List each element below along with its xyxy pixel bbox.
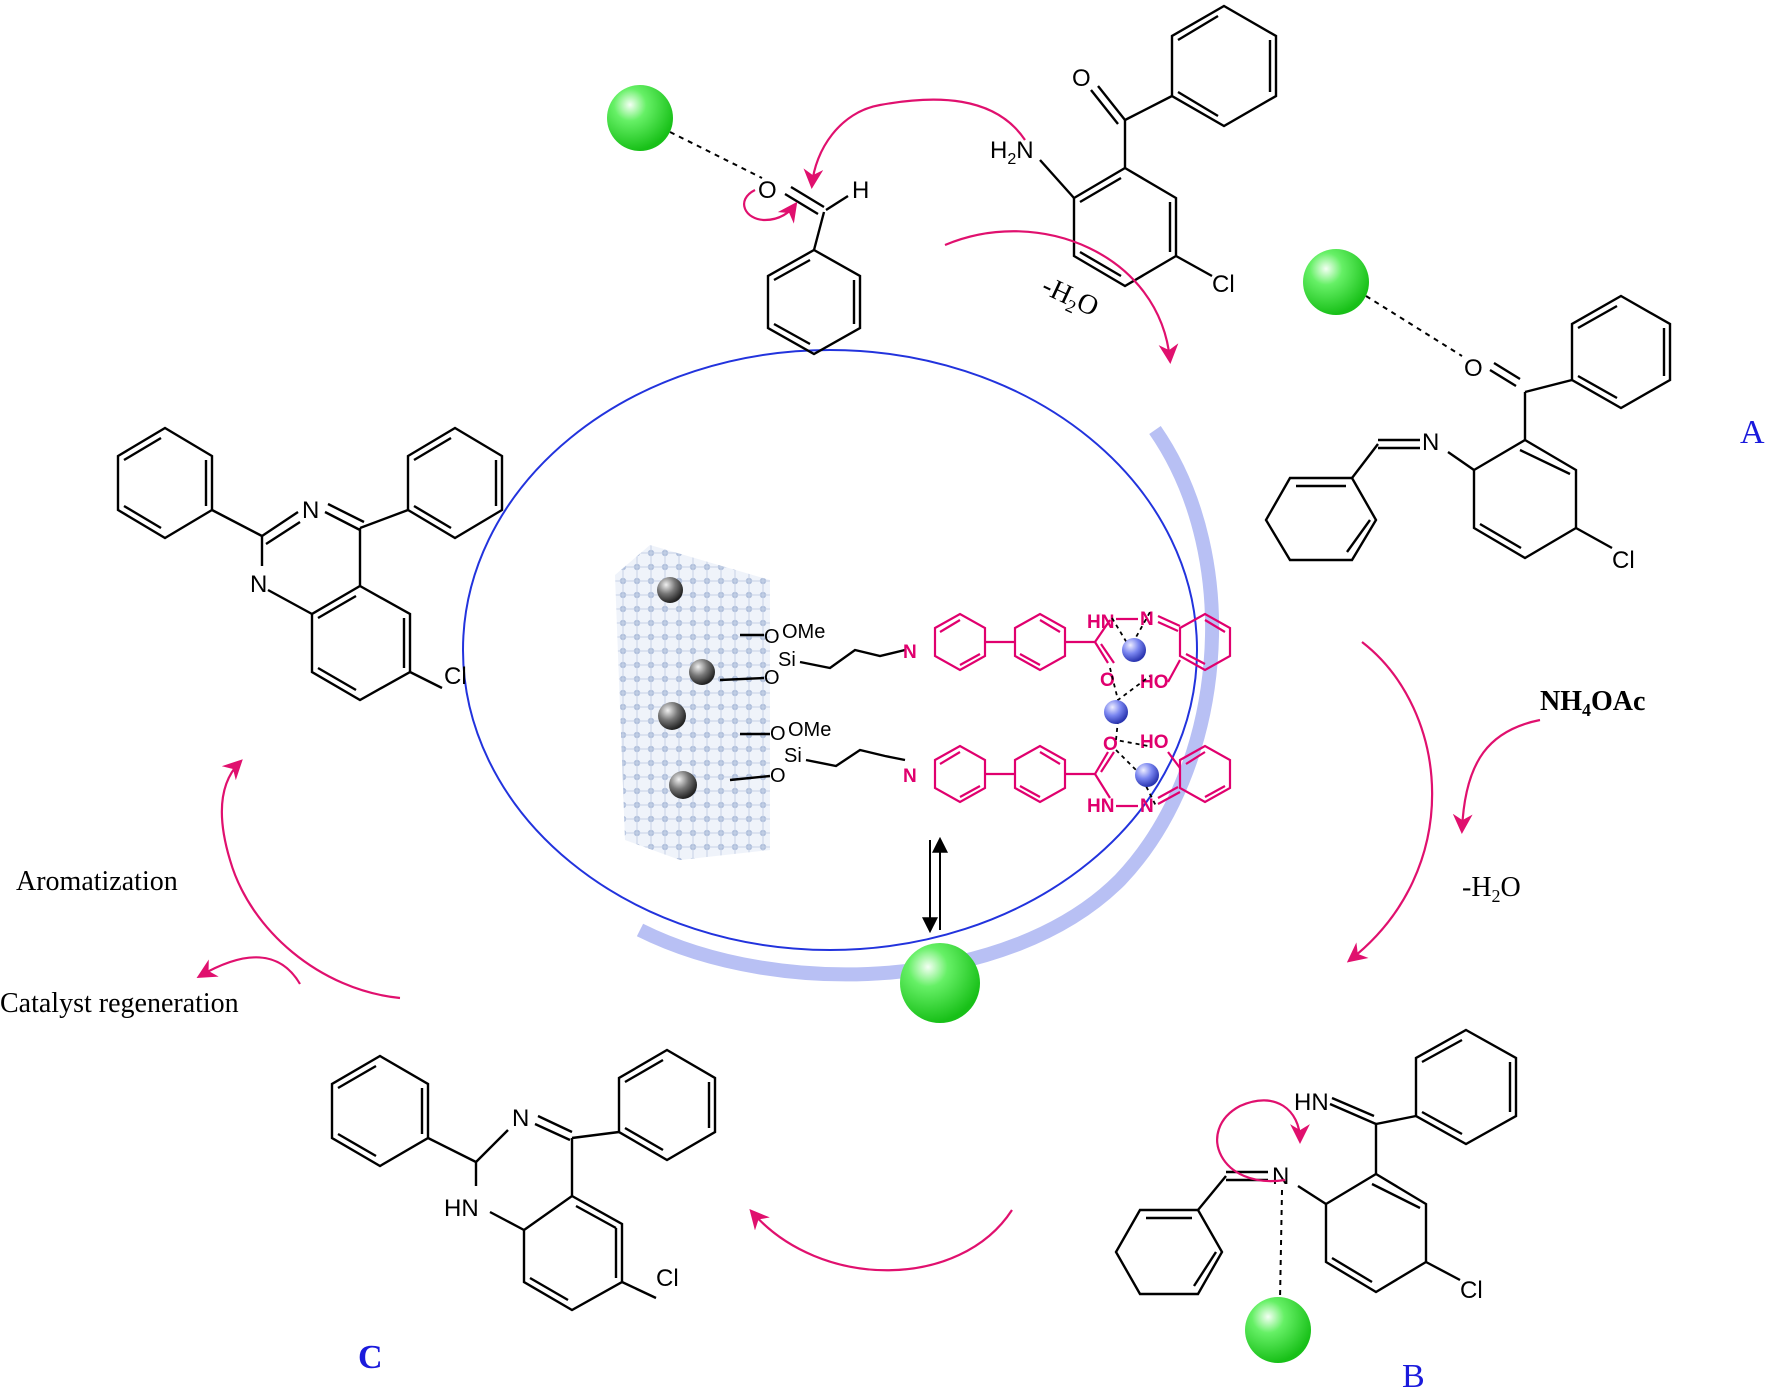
metal-ion	[1135, 763, 1159, 787]
atom-N: N	[1272, 1163, 1289, 1190]
atom-Cl: Cl	[1460, 1277, 1483, 1304]
metal-coordination	[1104, 611, 1159, 807]
ellipse-shadow	[636, 426, 1220, 982]
atom-N: N	[1422, 429, 1439, 456]
atom-O: O	[1072, 65, 1091, 92]
nanoparticle	[657, 577, 683, 603]
atom-O: O	[1464, 355, 1483, 382]
atom-HO: HO	[1140, 672, 1169, 693]
catalyst-ball	[607, 85, 673, 151]
catalyst-ball	[1245, 1297, 1311, 1363]
benzene-ring	[1264, 476, 1378, 562]
intermediate-C: N HN Cl C	[330, 1048, 717, 1376]
benzene-ring	[330, 1054, 430, 1168]
benzene-ring	[310, 584, 412, 702]
atom-O: O	[770, 765, 786, 787]
reagent-label: NH4OAc	[1540, 686, 1645, 720]
benzene-ring	[1324, 1172, 1428, 1294]
cycle-arrow	[1346, 641, 1434, 963]
central-ellipse	[462, 349, 1198, 951]
label-A: A	[1740, 414, 1765, 451]
intermediate-A: O Cl N A	[1264, 249, 1765, 574]
catalyst-ball	[900, 943, 980, 1023]
atom-N: N	[512, 1105, 529, 1132]
catalyst-regeneration-label: Catalyst regeneration	[0, 988, 239, 1019]
minus-h2o-label: -H2O	[1462, 872, 1521, 906]
atom-Si: Si	[784, 745, 802, 767]
metal-ion	[1104, 700, 1128, 724]
benzaldehyde-activation: O H	[607, 85, 1026, 356]
graphene-sheet	[615, 545, 770, 860]
atom-N: N	[903, 642, 917, 663]
ligand-upper: N O HN N HO	[903, 609, 1232, 693]
h2n-label: H2N	[990, 137, 1034, 168]
atom-HN: HN	[1087, 612, 1114, 633]
aromatization-label: Aromatization	[16, 866, 178, 897]
cycle-arrow	[220, 759, 401, 1000]
silane-linker-lower: O OMe Si O	[729, 719, 906, 787]
atom-Cl: Cl	[656, 1265, 679, 1292]
regeneration-arrow	[196, 956, 301, 985]
atom-N: N	[1140, 609, 1154, 630]
nanoparticle	[658, 702, 686, 730]
atom-N: N	[1140, 796, 1154, 817]
atom-Cl: Cl	[444, 663, 467, 690]
step-ammonia: NH4OAc -H2O	[1346, 641, 1645, 963]
equilibrium-arrows	[922, 836, 948, 934]
atom-O: O	[1100, 670, 1115, 691]
catalyst-core: O OMe Si O O OMe Si O N	[462, 349, 1232, 1023]
benzene-ring	[617, 1048, 717, 1162]
aminobenzophenone: O H2N Cl	[990, 4, 1278, 298]
atom-Cl: Cl	[1612, 547, 1635, 574]
benzene-ring	[766, 248, 862, 356]
label-B: B	[1402, 1358, 1425, 1393]
atom-H: H	[852, 177, 869, 204]
curved-arrow	[1216, 1099, 1310, 1183]
atom-HN: HN	[1087, 796, 1114, 817]
benzene-ring	[522, 1194, 624, 1312]
metal-ion	[1122, 638, 1146, 662]
atom-N: N	[302, 497, 319, 524]
atom-O: O	[1103, 734, 1118, 755]
ligand-lower: N O HN N HO	[903, 732, 1232, 817]
step-aromatization: Aromatization Catalyst regeneration	[0, 759, 401, 1019]
catalyst-ball	[1303, 249, 1369, 315]
cycle-arrow	[944, 230, 1179, 364]
intermediate-B: HN Cl N B	[1114, 1028, 1518, 1393]
silane-linker-upper: O OMe Si O	[719, 621, 906, 689]
atom-HO: HO	[1140, 732, 1169, 753]
atom-Cl: Cl	[1212, 271, 1235, 298]
minus-h2o-label: -H2O	[1036, 270, 1104, 326]
step-dehydration-1: -H2O	[944, 230, 1179, 364]
benzene-ring	[116, 426, 214, 540]
product-quinazoline: N N Cl	[116, 426, 504, 702]
atom-O: O	[764, 667, 780, 689]
atom-O: O	[770, 723, 786, 745]
atom-N: N	[250, 571, 267, 598]
benzene-ring	[1414, 1028, 1518, 1146]
nanoparticle	[689, 659, 715, 685]
benzene-ring	[1472, 438, 1578, 560]
atom-OMe: OMe	[788, 719, 831, 741]
benzene-ring	[1072, 166, 1178, 288]
atom-OMe: OMe	[782, 621, 825, 643]
atom-Si: Si	[778, 649, 796, 671]
atom-HN: HN	[444, 1195, 479, 1222]
atom-O: O	[758, 177, 777, 204]
reagent-arrow	[1452, 718, 1541, 834]
atom-O: O	[764, 626, 780, 648]
benzene-ring	[1114, 1208, 1224, 1296]
nanoparticle	[669, 771, 697, 799]
atom-HN: HN	[1294, 1089, 1329, 1116]
curved-arrow	[803, 98, 1026, 189]
atom-N: N	[903, 766, 917, 787]
label-C: C	[358, 1339, 383, 1376]
benzene-ring	[406, 426, 504, 540]
benzene-ring	[1170, 4, 1278, 128]
benzene-ring	[1570, 294, 1672, 410]
curved-arrow	[743, 189, 798, 224]
cycle-arrow	[749, 1209, 1013, 1272]
